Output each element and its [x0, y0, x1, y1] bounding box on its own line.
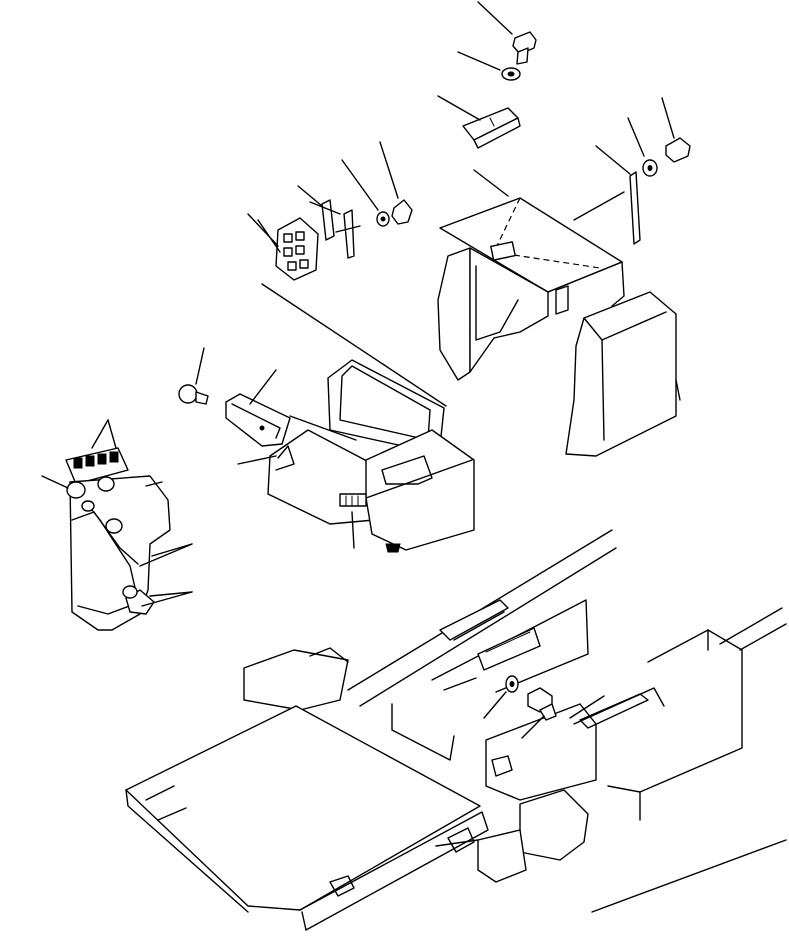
cover-panel-icon	[437, 169, 625, 381]
knob-icon	[178, 347, 209, 405]
washer-icon	[627, 117, 658, 177]
monitor-icon	[225, 369, 291, 447]
washer-icon	[341, 159, 390, 227]
washer-icon	[457, 51, 521, 81]
console-icon	[237, 359, 475, 553]
frame-icon	[243, 529, 787, 913]
bracket-icon	[437, 95, 521, 149]
rubber-boot-icon	[41, 475, 193, 615]
clip-icon	[309, 201, 361, 259]
knob-icon	[379, 141, 413, 225]
switch-cluster-icon	[65, 419, 129, 485]
floor-plate-icon	[125, 705, 489, 931]
bolt-icon	[661, 97, 691, 163]
control-stand-icon	[69, 475, 171, 631]
switch-panel-icon	[247, 213, 319, 281]
leader-line	[569, 695, 605, 719]
washer-icon	[483, 675, 519, 719]
bolt-icon	[477, 1, 537, 65]
hinge-icon	[573, 145, 641, 245]
cover-panel-icon	[565, 291, 681, 457]
bolt-icon	[521, 687, 557, 739]
leader-line	[261, 283, 447, 407]
